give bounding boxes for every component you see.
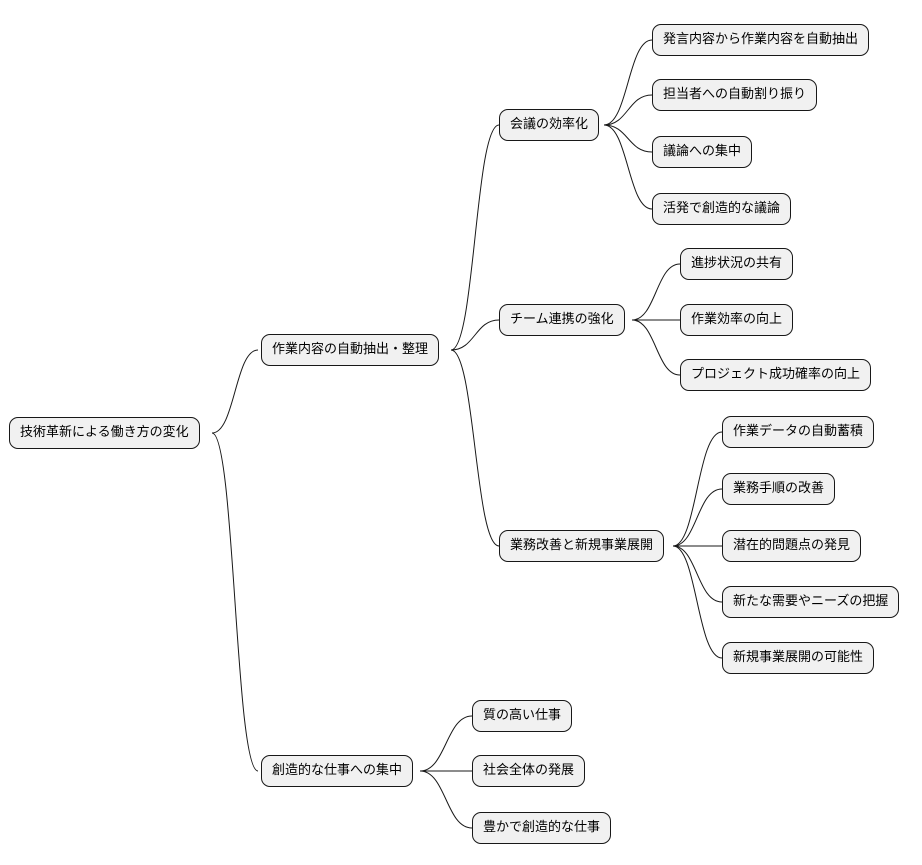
edge-business-leaf-5 <box>672 545 723 659</box>
leaf-node: 作業効率の向上 <box>680 304 794 336</box>
leaf-node: 新たな需要やニーズの把握 <box>722 586 900 618</box>
root-node: 技術革新による働き方の変化 <box>9 417 200 449</box>
leaf-node: 業務手順の改善 <box>722 473 836 505</box>
leaf-node: 豊かで創造的な仕事 <box>472 812 612 844</box>
edge-meeting-leaf-4 <box>603 124 653 210</box>
edge-business-leaf-4 <box>672 545 723 603</box>
edge-root-to-branch-1 <box>211 349 259 434</box>
leaf-node: 議論への集中 <box>652 136 753 168</box>
leaf-node: 進捗状況の共有 <box>680 248 794 280</box>
leaf-node: 社会全体の発展 <box>472 755 586 787</box>
edge-meeting-leaf-3 <box>603 124 653 153</box>
edge-branch1-to-business <box>450 349 500 547</box>
edge-team-leaf-3 <box>631 319 681 376</box>
leaf-node: 新規事業展開の可能性 <box>722 642 875 674</box>
edge-meeting-leaf-2 <box>603 94 653 126</box>
edge-team-leaf-1 <box>631 263 681 321</box>
subbranch-node-business-improvement: 業務改善と新規事業展開 <box>499 530 665 562</box>
edge-branch1-to-meeting <box>450 124 500 351</box>
leaf-node: 作業データの自動蓄積 <box>722 416 875 448</box>
leaf-node: 活発で創造的な議論 <box>652 193 792 225</box>
edge-meeting-leaf-1 <box>603 39 653 126</box>
leaf-node: 担当者への自動割り振り <box>652 79 818 111</box>
branch-node-creative-work: 創造的な仕事への集中 <box>261 755 414 787</box>
branch-node-auto-extraction: 作業内容の自動抽出・整理 <box>261 334 440 366</box>
edge-creative-leaf-1 <box>419 715 473 772</box>
leaf-node: プロジェクト成功確率の向上 <box>680 359 872 391</box>
subbranch-node-meeting-efficiency: 会議の効率化 <box>499 109 600 141</box>
subbranch-node-team-collaboration: チーム連携の強化 <box>499 304 625 336</box>
leaf-node: 質の高い仕事 <box>472 700 573 732</box>
edge-business-leaf-1 <box>672 431 723 547</box>
leaf-node: 発言内容から作業内容を自動抽出 <box>652 24 870 56</box>
edge-business-leaf-2 <box>672 488 723 547</box>
edge-branch1-to-team <box>450 319 500 351</box>
edge-creative-leaf-3 <box>419 770 473 829</box>
leaf-node: 潜在的問題点の発見 <box>722 530 862 562</box>
edge-root-to-branch-2 <box>211 432 259 772</box>
